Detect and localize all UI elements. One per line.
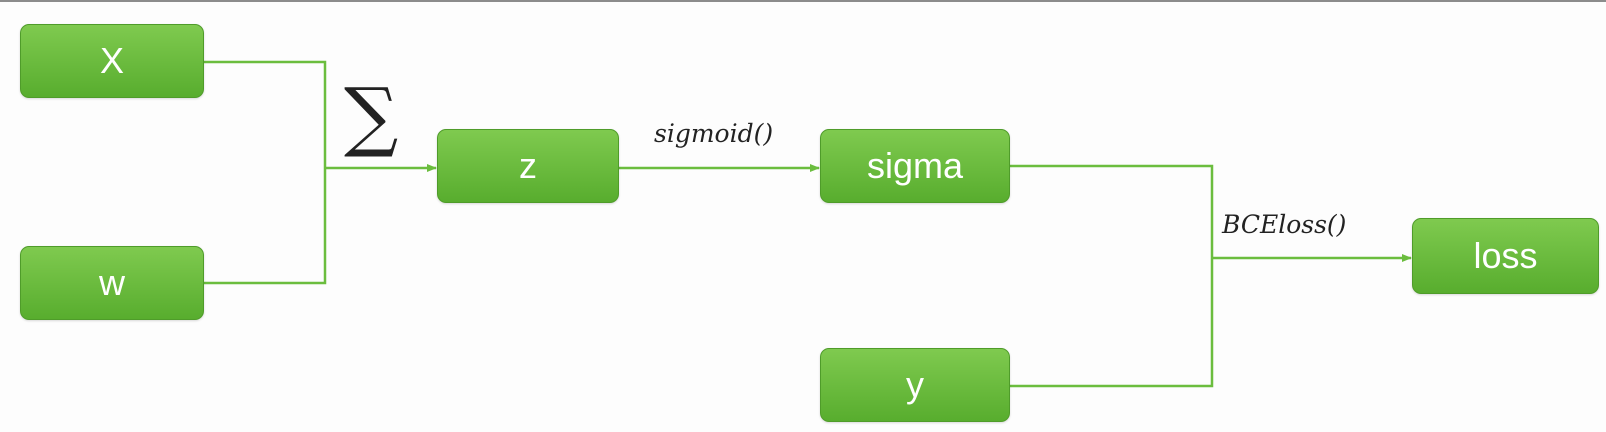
node-y: y: [820, 348, 1010, 422]
node-z: z: [437, 129, 619, 203]
sum-operator-label: ∑: [344, 71, 399, 160]
sigmoid-operation-label: sigmoid(): [654, 119, 774, 148]
edge-x-to-sum: [204, 60, 327, 168]
edge-y-to-bce: [1010, 258, 1214, 388]
edge-w-to-sum: [204, 168, 327, 285]
node-loss: loss: [1412, 218, 1599, 294]
node-x: X: [20, 24, 204, 98]
edge-sigma-to-bce: [1010, 164, 1214, 258]
node-sigma: sigma: [820, 129, 1010, 203]
bce-loss-operation-label: BCEloss(): [1222, 210, 1347, 239]
node-w: w: [20, 246, 204, 320]
